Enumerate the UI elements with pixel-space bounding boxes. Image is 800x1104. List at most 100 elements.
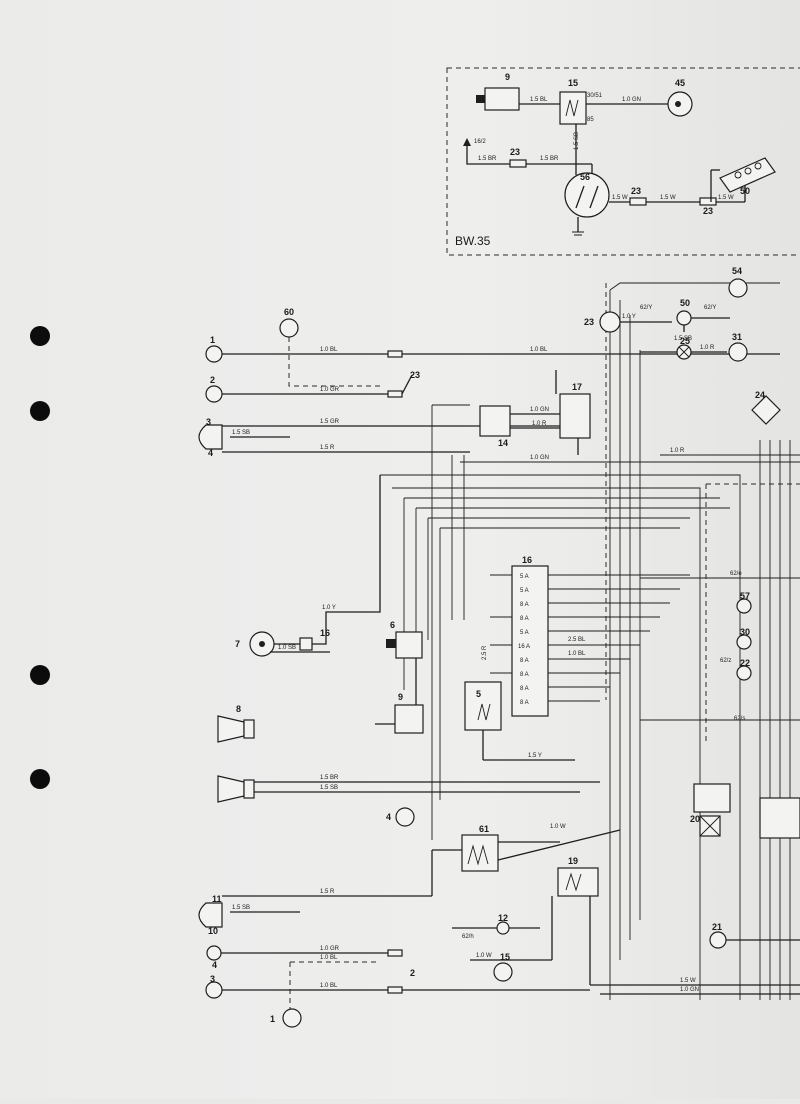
svg-text:11: 11 (212, 894, 222, 904)
svg-text:4: 4 (386, 812, 391, 822)
svg-text:23: 23 (631, 186, 641, 196)
svg-text:1.0 GR: 1.0 GR (320, 387, 340, 393)
svg-text:50: 50 (680, 298, 690, 308)
svg-text:9: 9 (398, 692, 403, 702)
svg-text:1.5 R: 1.5 R (320, 445, 335, 451)
svg-text:2: 2 (410, 968, 415, 978)
svg-text:19: 19 (568, 856, 578, 866)
svg-text:23: 23 (584, 317, 594, 327)
svg-text:10: 10 (208, 926, 218, 936)
svg-text:50: 50 (740, 186, 750, 196)
binder-holes (30, 326, 50, 789)
relay-12-15: 61 1.0 W 19 (431, 824, 621, 985)
fuse-label: 8 A (520, 602, 529, 608)
svg-text:1.5 R: 1.5 R (320, 889, 335, 895)
svg-text:1.0 SB: 1.0 SB (278, 645, 296, 651)
svg-text:15: 15 (500, 952, 510, 962)
svg-text:1.5 BL: 1.5 BL (530, 97, 548, 103)
svg-text:7: 7 (235, 639, 240, 649)
svg-text:1.0 BL: 1.0 BL (320, 955, 338, 961)
component-9-8: 6 9 (375, 620, 424, 734)
svg-text:62/z: 62/z (720, 658, 731, 664)
lamp-group-front: 1 2 3 4 60 1.0 BL 1.0 BL 1.0 GR 23 1.5 G… (198, 307, 780, 458)
binder-hole (30, 326, 50, 346)
relay-61: 5 1.5 Y (464, 681, 575, 761)
binder-hole (30, 769, 50, 789)
svg-text:30/51: 30/51 (587, 93, 603, 99)
svg-text:6: 6 (390, 620, 395, 630)
svg-text:1.0 R: 1.0 R (532, 421, 547, 427)
svg-text:1.5 SB: 1.5 SB (232, 430, 250, 436)
svg-text:25: 25 (680, 336, 690, 346)
svg-text:1.0 GN: 1.0 GN (530, 407, 549, 413)
svg-text:1.5 W: 1.5 W (718, 195, 734, 201)
svg-text:1.5 GR: 1.5 GR (320, 419, 340, 425)
svg-text:8: 8 (236, 704, 241, 714)
svg-text:1.0 R: 1.0 R (670, 448, 685, 454)
svg-text:21: 21 (712, 922, 722, 932)
svg-text:1.5 BR: 1.5 BR (478, 156, 497, 162)
svg-text:30: 30 (740, 627, 750, 637)
horns-5: 8 1.5 BR 1.5 SB 4 (217, 704, 600, 827)
svg-text:62/Y: 62/Y (640, 305, 652, 311)
fuse-label: 5 A (520, 630, 529, 636)
svg-text:62/Y: 62/Y (704, 305, 716, 311)
svg-text:57: 57 (740, 591, 750, 601)
svg-text:61: 61 (479, 824, 489, 834)
svg-text:1.0 GR: 1.0 GR (320, 946, 340, 952)
svg-text:16: 16 (522, 555, 532, 565)
svg-text:54: 54 (732, 266, 742, 276)
fuse-label: 5 A (520, 588, 529, 594)
fuse-box-16: 16 5 A 5 A 8 A 8 A 5 A 16 A 8 A 8 A 8 A … (482, 555, 690, 717)
svg-text:56: 56 (580, 172, 590, 182)
svg-text:1.5 W: 1.5 W (612, 195, 628, 201)
instrument-right: 23 1.0 Y 62/Y 50 62/Y 1.5 SB 54 25 1.0 R… (584, 266, 800, 949)
svg-text:23: 23 (510, 147, 520, 157)
svg-text:14: 14 (498, 438, 508, 448)
svg-text:23: 23 (410, 370, 420, 380)
svg-text:22: 22 (740, 658, 750, 668)
svg-text:20: 20 (690, 814, 700, 824)
svg-text:4: 4 (212, 960, 217, 970)
svg-text:1.5 Y: 1.5 Y (528, 753, 542, 759)
svg-text:1.5 BR: 1.5 BR (540, 156, 559, 162)
fuse-label: 8 A (520, 686, 529, 692)
svg-text:45: 45 (675, 78, 685, 88)
fuse-label: 8 A (520, 616, 529, 622)
svg-text:1: 1 (270, 1014, 275, 1024)
svg-text:16: 16 (320, 628, 330, 638)
svg-text:9: 9 (505, 72, 510, 82)
svg-text:15: 15 (568, 78, 578, 88)
svg-text:2.5 R: 2.5 R (482, 645, 488, 660)
fuse-label: 8 A (520, 700, 529, 706)
fuse-label: 16 A (518, 644, 530, 650)
svg-text:4: 4 (208, 448, 213, 458)
indicators-10-11: 12 62/h 15 1.0 W 1.5 W 1.0 GN (452, 913, 800, 995)
svg-text:3: 3 (206, 417, 211, 427)
svg-text:1.0 BL: 1.0 BL (530, 347, 548, 353)
svg-text:1.5 W: 1.5 W (680, 978, 696, 984)
fuse-label: 8 A (520, 658, 529, 664)
svg-text:1.5 SB: 1.5 SB (574, 132, 580, 150)
lamp-group-rear: 11 10 1.5 R 1.5 SB 4 3 1.0 GR 1.0 BL 2 1… (198, 889, 590, 1028)
svg-text:1.0 Y: 1.0 Y (622, 314, 636, 320)
svg-text:1.0 W: 1.0 W (476, 953, 492, 959)
fuse-label: 8 A (520, 672, 529, 678)
sensor-6-7: 7 16 1.0 Y 1.0 SB (235, 475, 381, 657)
svg-text:31: 31 (732, 332, 742, 342)
svg-text:1.0 BL: 1.0 BL (320, 983, 338, 989)
svg-text:1.0 GN: 1.0 GN (622, 97, 641, 103)
svg-text:1.0 Y: 1.0 Y (322, 605, 336, 611)
svg-text:16/2: 16/2 (474, 139, 486, 145)
svg-text:1.0 GN: 1.0 GN (680, 987, 699, 993)
svg-text:1.5 SB: 1.5 SB (674, 336, 692, 342)
fuse-label: 5 A (520, 574, 529, 580)
relay-14-17: 14 1.0 GN 1.0 R 17 (479, 370, 591, 455)
binder-hole (30, 401, 50, 421)
svg-text:1.5 BR: 1.5 BR (320, 775, 339, 781)
inset-bw35: BW.35 9 1.5 BL 15 30/51 85 1.0 GN 45 1.5… (446, 67, 800, 256)
svg-text:62/s: 62/s (734, 716, 745, 722)
svg-text:1: 1 (210, 335, 215, 345)
svg-text:1.0 BL: 1.0 BL (320, 347, 338, 353)
